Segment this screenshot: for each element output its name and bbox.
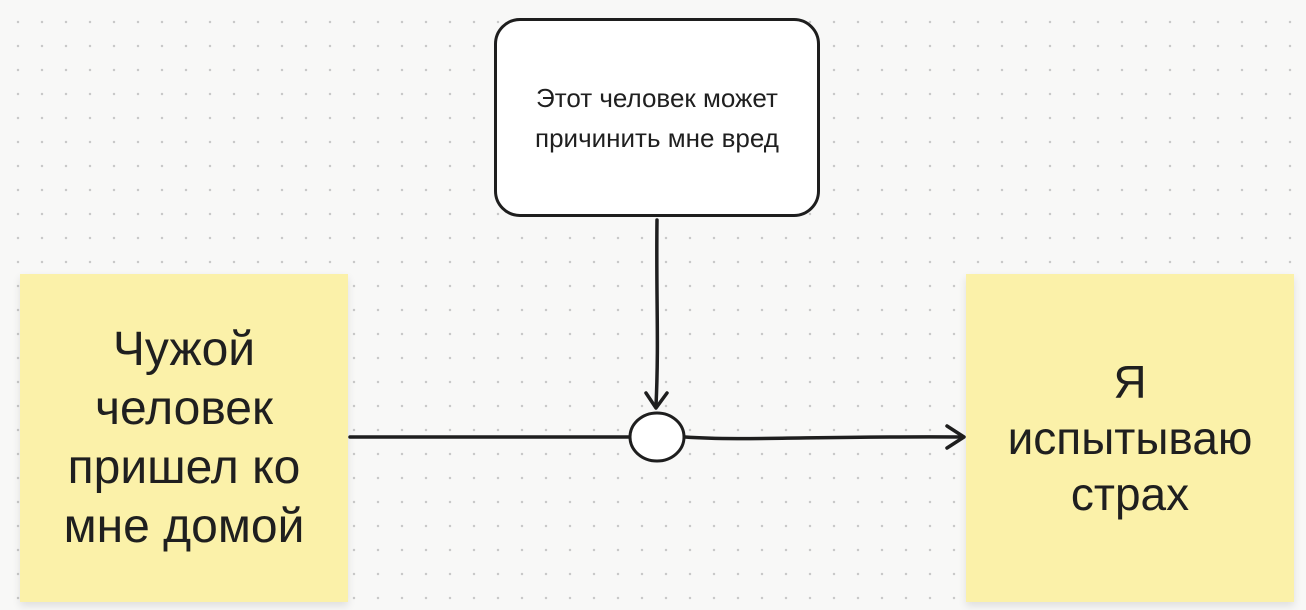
condition-line-2: причинить мне вред [535,122,779,153]
connector-condition-to-junction[interactable] [654,218,660,408]
arrowhead-down [644,391,669,410]
cause-line-4: мне домой [63,500,305,553]
effect-line-2: испытываю [1007,412,1253,464]
sticky-note-effect-text: Я испытываю страх [1008,354,1253,522]
sticky-note-cause-text: Чужой человек пришел ко мне домой [64,320,305,556]
sticky-note-cause[interactable]: Чужой человек пришел ко мне домой [20,274,348,602]
effect-line-1: Я [1113,356,1147,408]
cause-line-1: Чужой [112,323,256,376]
condition-text: Этот человек может причинить мне вред [535,78,779,158]
condition-line-1: Этот человек может [536,82,778,113]
effect-line-3: страх [1070,468,1190,520]
condition-box[interactable]: Этот человек может причинить мне вред [494,18,820,217]
sticky-note-effect[interactable]: Я испытываю страх [966,274,1294,602]
junction-node[interactable] [628,411,686,463]
connector-junction-to-right[interactable] [683,435,964,441]
arrowhead-right [945,424,966,450]
cause-line-2: человек [94,382,273,435]
cause-line-3: пришел ко [67,441,301,494]
